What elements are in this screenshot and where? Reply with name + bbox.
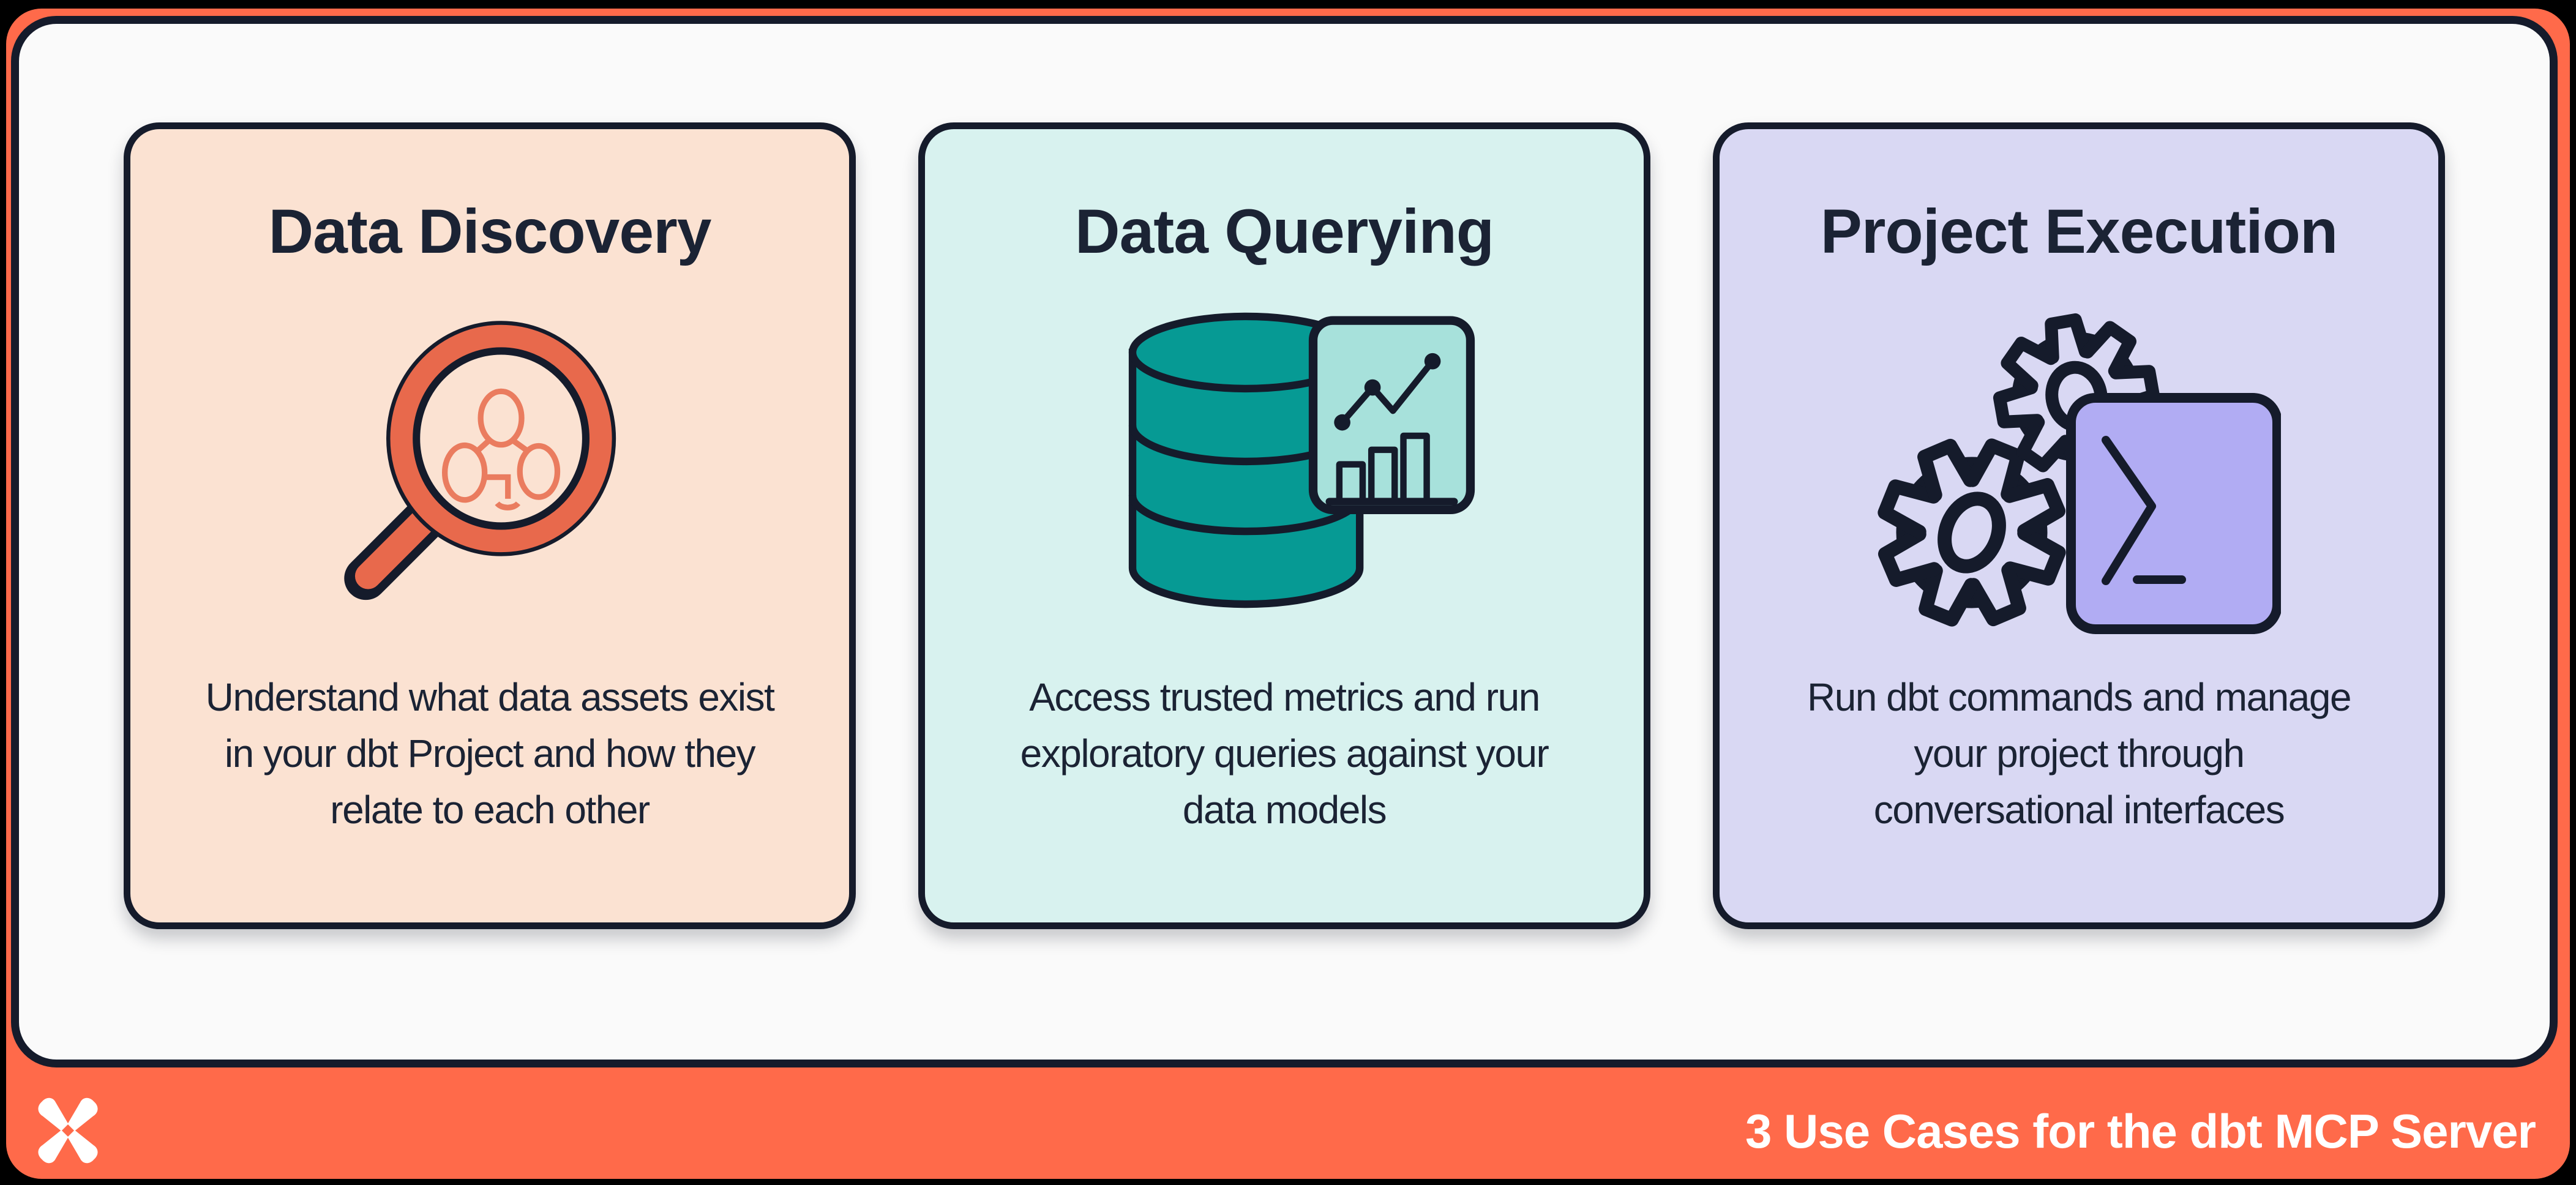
card-icon-wrap: [925, 282, 1644, 649]
line-chart: [1334, 353, 1441, 430]
gears-terminal-icon: [1878, 313, 2281, 634]
card-description: Run dbt commands and manage your project…: [1807, 675, 2352, 832]
prompt-chevron-icon: [2102, 436, 2156, 585]
terminal-window: [2066, 393, 2281, 634]
lineage-nodes: [442, 388, 561, 510]
card-project-execution: Project Execution: [1713, 122, 2445, 929]
card-data-discovery: Data Discovery: [124, 122, 856, 929]
card-icon-wrap: [130, 282, 849, 649]
gear-large: [1878, 438, 2066, 627]
footer-caption: 3 Use Cases for the dbt MCP Server: [1745, 1104, 2536, 1158]
card-title: Data Querying: [1074, 196, 1494, 266]
card-title: Data Discovery: [268, 196, 711, 266]
card-description: Understand what data assets exist in you…: [205, 675, 775, 832]
bar-chart: [1325, 432, 1458, 506]
magnifier-lineage-icon: [344, 321, 616, 600]
cards-row: Data Discovery: [19, 122, 2550, 929]
database-chart-icon: [1128, 312, 1475, 608]
card-title: Project Execution: [1820, 196, 2338, 266]
card-description: Access trusted metrics and run explorato…: [1020, 675, 1549, 832]
card-icon-wrap: [1720, 282, 2438, 649]
dbt-logo: [38, 1097, 98, 1164]
card-data-querying: Data Querying: [918, 122, 1650, 929]
main-panel: Data Discovery: [11, 16, 2558, 1067]
